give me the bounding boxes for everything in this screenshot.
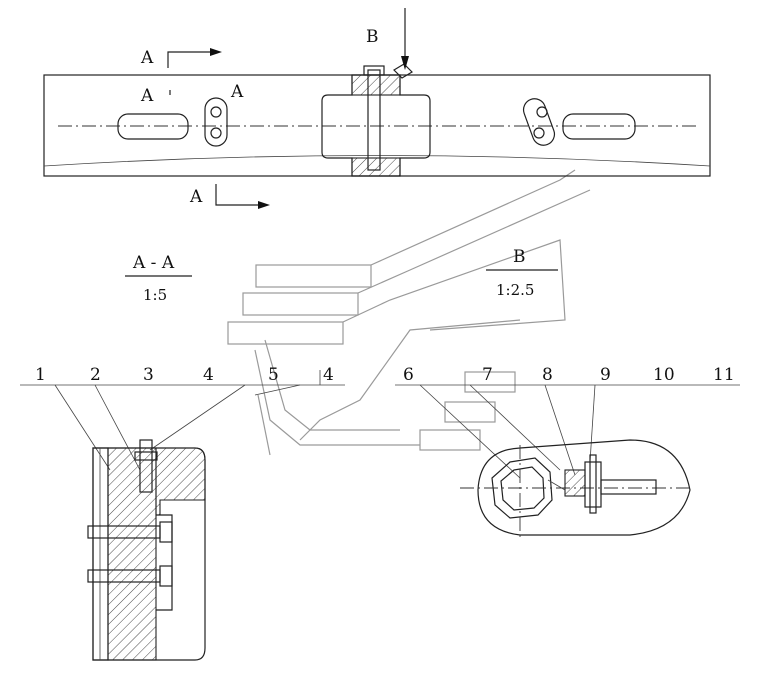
section-letter-left: A bbox=[140, 86, 154, 106]
section-mark-local: A A bbox=[140, 82, 244, 106]
callout-row: 1 2 3 4 5 4 6 7 8 9 10 11 bbox=[20, 365, 740, 479]
callout-3: 3 bbox=[143, 365, 154, 385]
section-mark-top: A bbox=[140, 48, 222, 68]
section-letter-right: A bbox=[230, 82, 244, 102]
section-letter-bottom: A bbox=[189, 187, 203, 207]
callout-5: 5 bbox=[268, 365, 279, 385]
watermark-logo bbox=[227, 169, 591, 456]
section-mark-bottom: A bbox=[189, 184, 270, 209]
view-letter: B bbox=[366, 27, 379, 47]
callout-8: 8 bbox=[542, 365, 553, 385]
callout-4b: 4 bbox=[323, 365, 334, 385]
callout-11: 11 bbox=[713, 365, 735, 385]
callout-10: 10 bbox=[653, 365, 675, 385]
section-title: A - A bbox=[132, 253, 175, 273]
section-letter-top: A bbox=[140, 48, 154, 68]
beam-elevation bbox=[43, 63, 711, 177]
callout-9: 9 bbox=[600, 365, 611, 385]
view-mark-b: B bbox=[366, 8, 409, 70]
section-a-a-view bbox=[87, 439, 206, 661]
section-scale: 1:5 bbox=[143, 286, 167, 304]
section-title-block: A - A 1:5 bbox=[125, 253, 192, 304]
detail-title: B bbox=[513, 247, 526, 267]
callout-6: 6 bbox=[403, 365, 414, 385]
detail-scale: 1:2.5 bbox=[496, 281, 534, 299]
callout-1: 1 bbox=[35, 365, 46, 385]
callout-2: 2 bbox=[90, 365, 101, 385]
callout-4: 4 bbox=[203, 365, 214, 385]
callout-7: 7 bbox=[482, 365, 493, 385]
detail-b-view bbox=[460, 439, 691, 540]
detail-title-block: B 1:2.5 bbox=[486, 247, 558, 299]
